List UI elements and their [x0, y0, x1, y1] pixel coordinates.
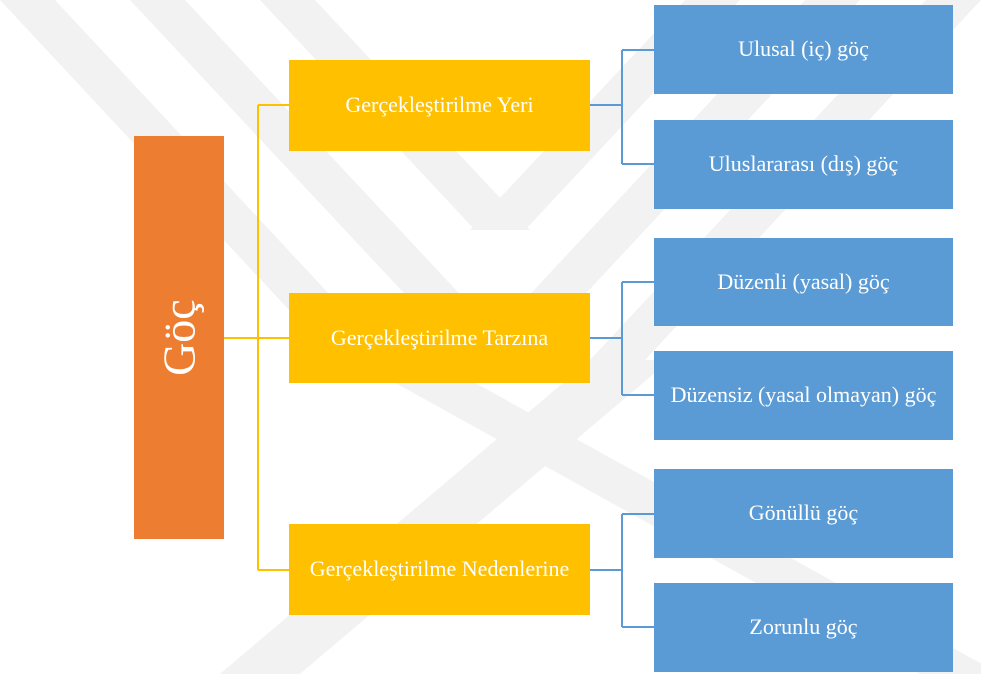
category-node-manner: Gerçekleştirilme Tarzına — [289, 293, 590, 383]
category-node-reasons: Gerçekleştirilme Nedenlerine — [289, 524, 590, 615]
category-label: Gerçekleştirilme Tarzına — [330, 324, 549, 350]
leaf-node-regular: Düzenli (yasal) göç — [654, 238, 953, 326]
leaf-node-national: Ulusal (iç) göç — [654, 5, 953, 94]
leaf-node-forced: Zorunlu göç — [654, 583, 953, 672]
leaf-node-irregular: Düzensiz (yasal olmayan) göç — [654, 351, 953, 440]
leaf-label: Gönüllü göç — [748, 500, 859, 526]
leaf-label: Düzenli (yasal) göç — [717, 268, 890, 294]
category-label: Gerçekleştirilme Yeri — [345, 92, 534, 118]
leaf-node-voluntary: Gönüllü göç — [654, 469, 953, 558]
leaf-node-international: Uluslararası (dış) göç — [654, 120, 953, 209]
leaf-label: Zorunlu göç — [749, 614, 858, 640]
category-label: Gerçekleştirilme Nedenlerine — [309, 556, 570, 582]
leaf-label: Uluslararası (dış) göç — [708, 151, 899, 177]
leaf-label: Düzensiz (yasal olmayan) göç — [670, 382, 937, 408]
category-node-location: Gerçekleştirilme Yeri — [289, 60, 590, 151]
leaf-label: Ulusal (iç) göç — [738, 36, 869, 62]
root-node: Göç — [134, 136, 224, 539]
root-label: Göç — [153, 299, 205, 376]
